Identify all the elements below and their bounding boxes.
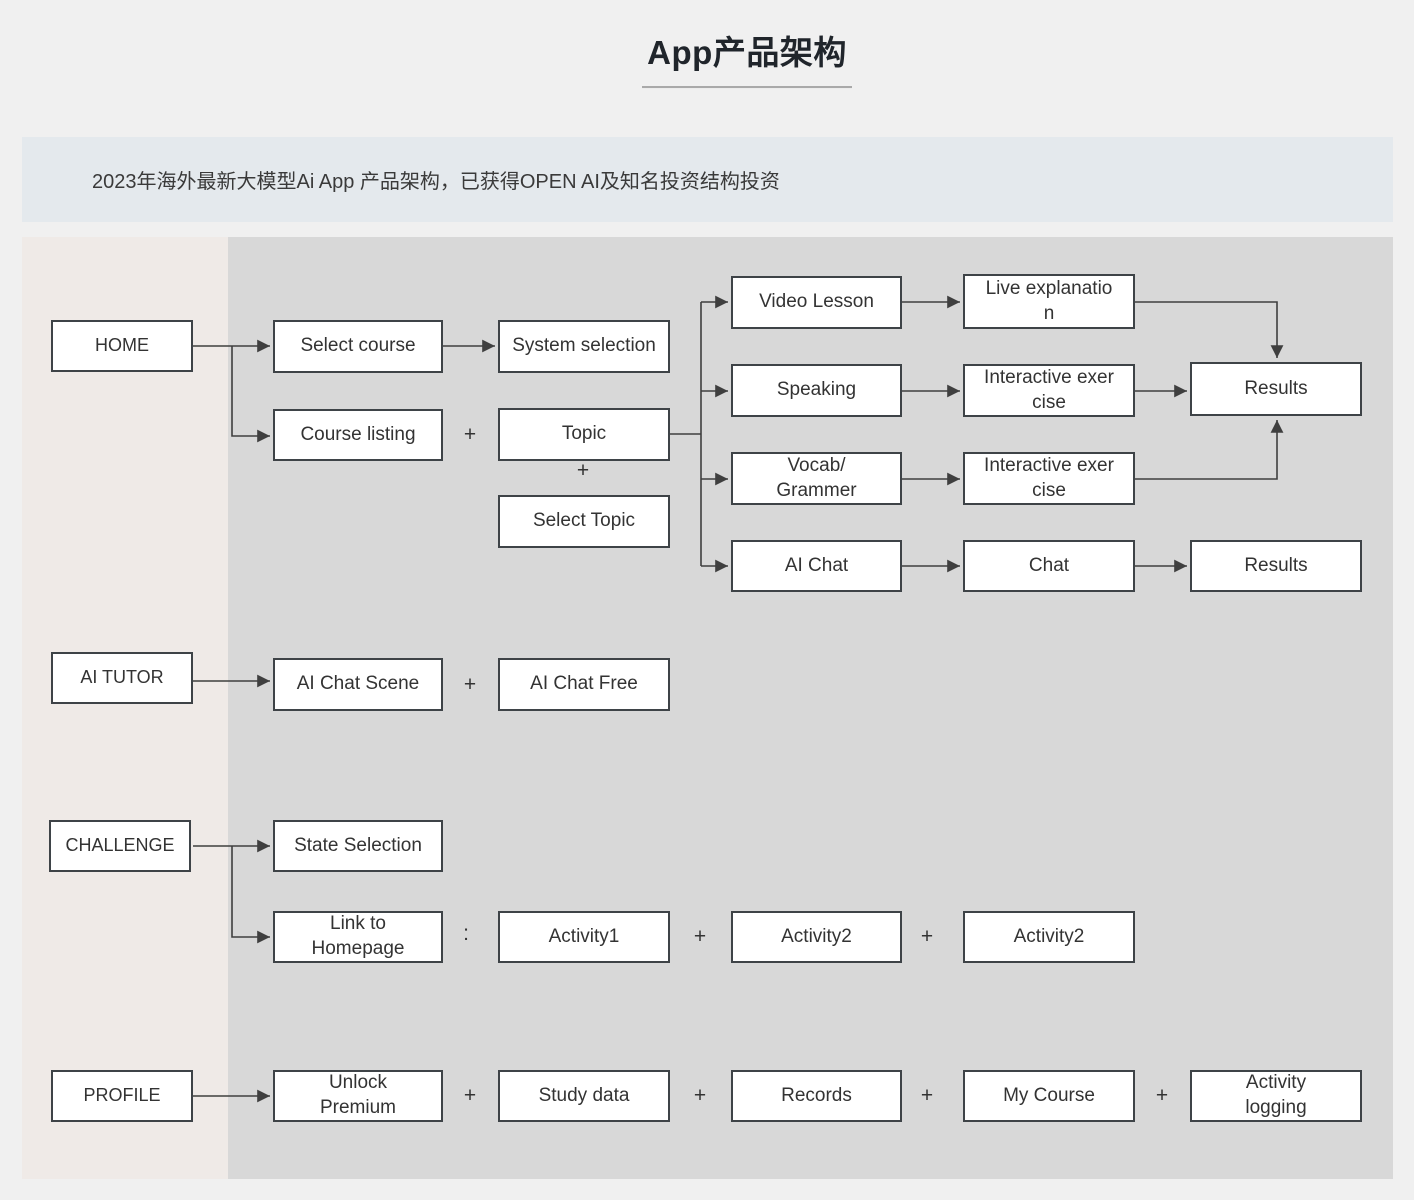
diagram-canvas (22, 237, 1393, 1179)
node-system-selection: System selection (498, 320, 670, 373)
node-activity1: Activity1 (498, 911, 670, 963)
node-unlock-premium: Unlock Premium (273, 1070, 443, 1122)
node-ai-chat: AI Chat (731, 540, 902, 592)
plus-operator-profile-2: + (693, 1084, 707, 1107)
node-vocab-grammer: Vocab/ Grammer (731, 452, 902, 505)
node-select-course: Select course (273, 320, 443, 373)
node-speaking: Speaking (731, 364, 902, 417)
plus-operator-profile-1: + (463, 1084, 477, 1107)
node-course-listing: Course listing (273, 409, 443, 461)
node-challenge: CHALLENGE (49, 820, 191, 872)
plus-operator-course-topic: + (463, 423, 477, 446)
node-select-topic: Select Topic (498, 495, 670, 548)
node-chat: Chat (963, 540, 1135, 592)
node-records: Records (731, 1070, 902, 1122)
page-title: App产品架构 (647, 34, 847, 71)
node-link-to-homepage: Link to Homepage (273, 911, 443, 963)
node-ai-chat-free: AI Chat Free (498, 658, 670, 711)
node-results-2: Results (1190, 540, 1362, 592)
node-results-1: Results (1190, 362, 1362, 416)
node-home: HOME (51, 320, 193, 372)
plus-operator-profile-3: + (920, 1084, 934, 1107)
node-ai-tutor: AI TUTOR (51, 652, 193, 704)
node-activity2-b: Activity2 (963, 911, 1135, 963)
node-study-data: Study data (498, 1070, 670, 1122)
banner-text: 2023年海外最新大模型Ai App 产品架构，已获得OPEN AI及知名投资结… (92, 171, 780, 193)
node-ai-chat-scene: AI Chat Scene (273, 658, 443, 711)
diagram-left-strip (22, 237, 228, 1179)
colon-operator-link-activities: : (463, 922, 469, 945)
node-interactive-exercise-2: Interactive exer cise (963, 452, 1135, 505)
plus-operator-topic-select-topic: + (576, 459, 590, 482)
node-state-selection: State Selection (273, 820, 443, 872)
node-profile: PROFILE (51, 1070, 193, 1122)
plus-operator-profile-4: + (1155, 1084, 1169, 1107)
plus-operator-ai-chat: + (463, 673, 477, 696)
plus-operator-activity-1: + (693, 925, 707, 948)
plus-operator-activity-2: + (920, 925, 934, 948)
node-live-explanation: Live explanatio n (963, 274, 1135, 329)
node-activity2-a: Activity2 (731, 911, 902, 963)
node-video-lesson: Video Lesson (731, 276, 902, 329)
banner: 2023年海外最新大模型Ai App 产品架构，已获得OPEN AI及知名投资结… (22, 137, 1393, 222)
node-interactive-exercise-1: Interactive exer cise (963, 364, 1135, 417)
node-activity-logging: Activity logging (1190, 1070, 1362, 1122)
title-divider (642, 86, 852, 89)
node-topic: Topic (498, 408, 670, 461)
node-my-course: My Course (963, 1070, 1135, 1122)
